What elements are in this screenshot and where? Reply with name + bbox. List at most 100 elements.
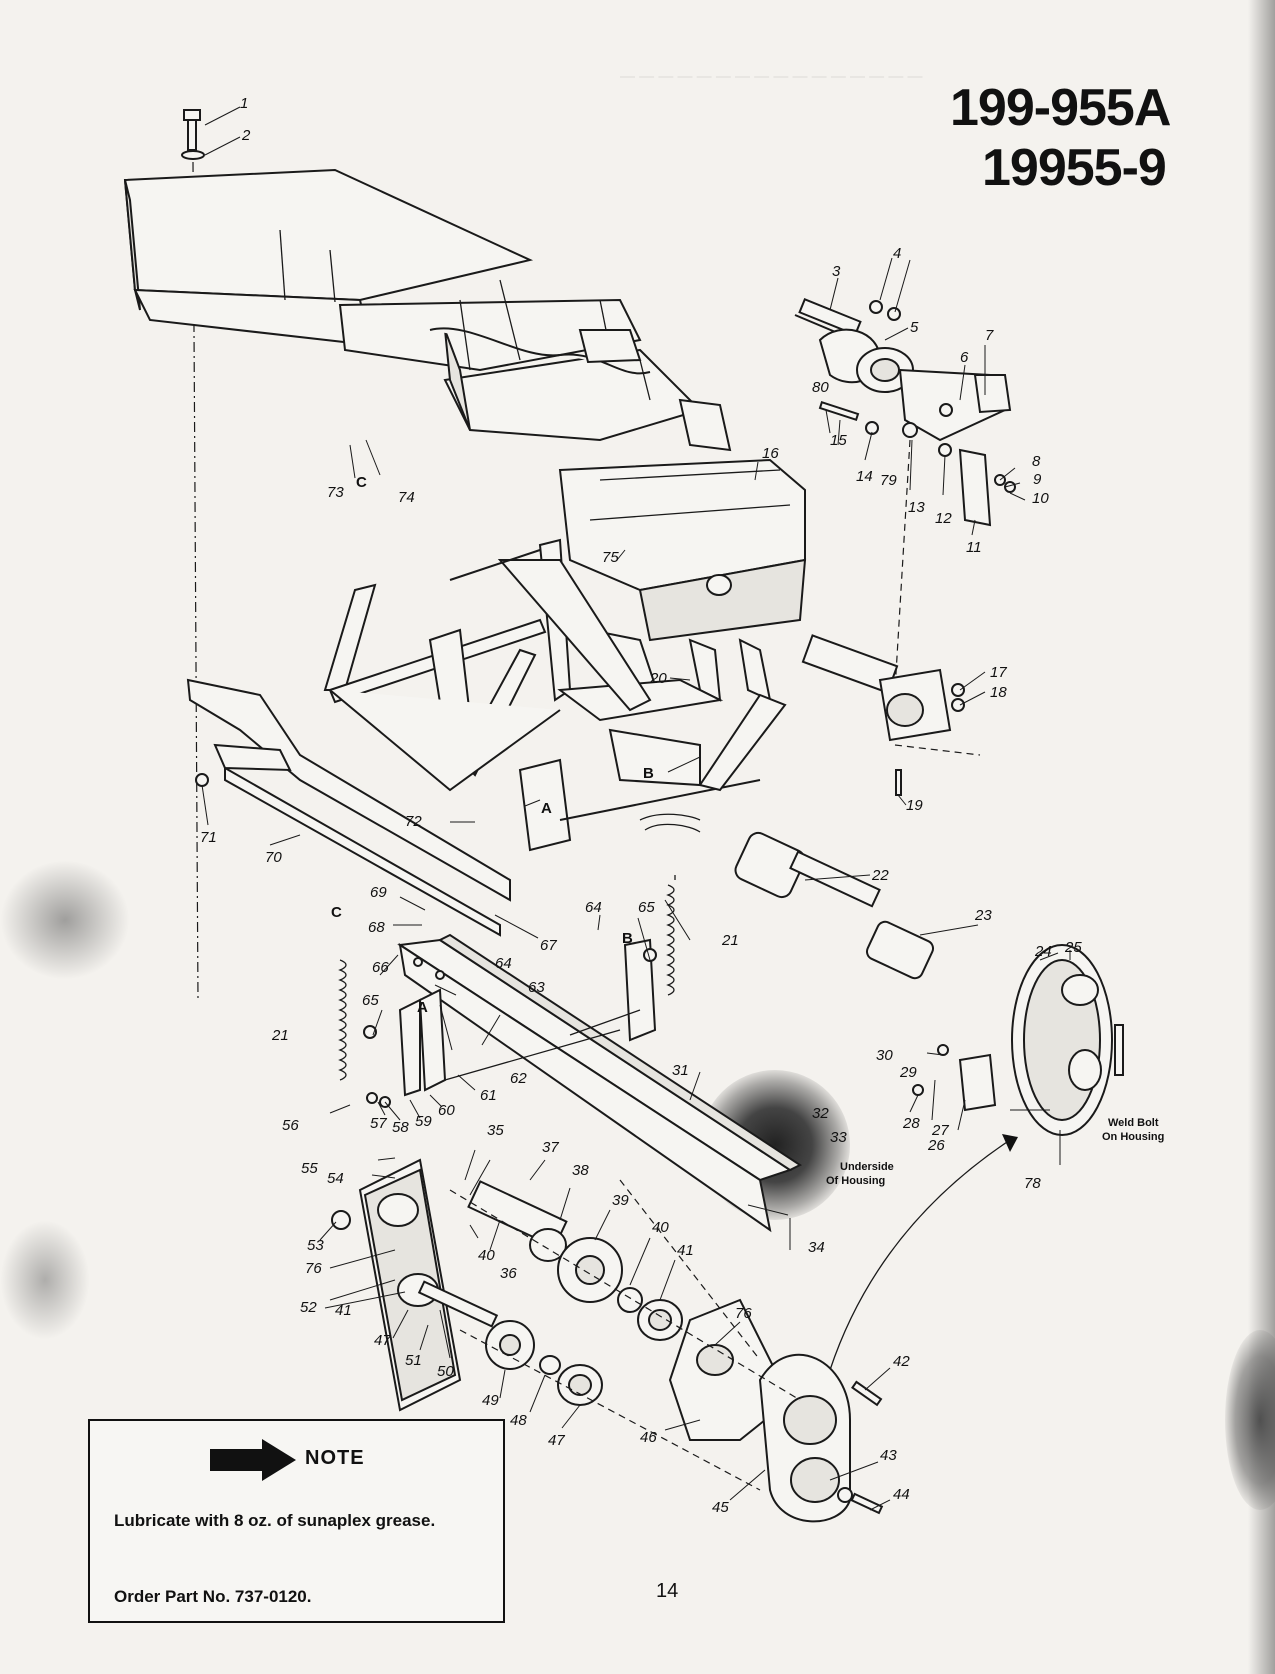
callout-65b: 65 bbox=[638, 899, 655, 916]
lubrication-note-box: NOTE Lubricate with 8 oz. of sunaplex gr… bbox=[88, 1419, 505, 1623]
callout-41a: 41 bbox=[335, 1302, 352, 1319]
annotation-underside: Underside bbox=[840, 1161, 894, 1173]
shaft-36 bbox=[467, 1180, 568, 1262]
callout-13: 13 bbox=[908, 499, 925, 516]
model-number-primary: 199-955A bbox=[950, 79, 1171, 137]
gear-39 bbox=[557, 1237, 623, 1303]
callout-55: 55 bbox=[301, 1160, 318, 1177]
link-arm-assembly bbox=[323, 538, 787, 852]
upper-bracket bbox=[818, 368, 1016, 527]
callout-80: 80 bbox=[812, 379, 829, 396]
leader-lines bbox=[201, 106, 1071, 1511]
chute-housing bbox=[123, 168, 807, 702]
gear-49 bbox=[485, 1320, 535, 1370]
callout-71: 71 bbox=[200, 829, 217, 846]
upper-shaft-bearing bbox=[794, 297, 914, 393]
callout-45: 45 bbox=[712, 1499, 729, 1516]
frame-rail bbox=[186, 678, 511, 937]
washer-40 bbox=[617, 1287, 643, 1313]
cover-45 bbox=[758, 1353, 851, 1523]
callout-12: 12 bbox=[935, 510, 952, 527]
callout-21b: 21 bbox=[271, 1027, 289, 1044]
callout-66: 66 bbox=[372, 959, 389, 976]
callout-40a: 40 bbox=[478, 1247, 495, 1264]
callout-26: 26 bbox=[927, 1137, 945, 1154]
callout-28: 28 bbox=[902, 1115, 920, 1132]
callout-31: 31 bbox=[672, 1062, 689, 1079]
callout-34: 34 bbox=[808, 1239, 825, 1256]
right-shadow-edge bbox=[1248, 0, 1275, 1674]
callout-63: 63 bbox=[528, 979, 545, 996]
callout-64a: 64 bbox=[495, 955, 512, 972]
middle-bearing-housing bbox=[801, 634, 965, 796]
callout-6: 6 bbox=[960, 349, 969, 366]
callout-53: 53 bbox=[307, 1237, 324, 1254]
callout-73: 73 bbox=[327, 484, 344, 501]
bearing-47 bbox=[557, 1364, 603, 1406]
callout-44: 44 bbox=[893, 1486, 910, 1503]
lower-frame bbox=[397, 933, 803, 1233]
letter-a-lower: A bbox=[417, 999, 428, 1016]
callout-2: 2 bbox=[241, 127, 251, 144]
callout-16: 16 bbox=[762, 445, 779, 462]
bolt-part bbox=[181, 109, 205, 160]
lever-assembly-b bbox=[569, 938, 657, 1042]
letter-a-upper: A bbox=[541, 800, 552, 817]
callout-30: 30 bbox=[876, 1047, 893, 1064]
gearbox-housing-right bbox=[1011, 944, 1124, 1136]
callout-76b: 76 bbox=[735, 1305, 752, 1322]
callout-8: 8 bbox=[1032, 453, 1041, 470]
callout-61: 61 bbox=[480, 1087, 497, 1104]
annotation-weld-bolt: Weld Bolt bbox=[1108, 1117, 1159, 1129]
note-title: NOTE bbox=[305, 1447, 365, 1469]
callout-38: 38 bbox=[572, 1162, 589, 1179]
shaft-50 bbox=[417, 1280, 499, 1328]
letter-b-lower: B bbox=[622, 930, 633, 947]
callout-67: 67 bbox=[540, 937, 557, 954]
callout-62: 62 bbox=[510, 1070, 527, 1087]
callout-39: 39 bbox=[612, 1192, 629, 1209]
callout-65a: 65 bbox=[362, 992, 379, 1009]
callout-33: 33 bbox=[830, 1129, 847, 1146]
spring-left bbox=[338, 959, 347, 1081]
callout-68: 68 bbox=[368, 919, 385, 936]
note-order-part: Order Part No. 737-0120. bbox=[114, 1587, 312, 1606]
callout-17: 17 bbox=[990, 664, 1007, 681]
callout-78: 78 bbox=[1024, 1175, 1041, 1192]
callout-19: 19 bbox=[906, 797, 923, 814]
callout-5: 5 bbox=[910, 319, 919, 336]
spring-right bbox=[666, 875, 676, 996]
callout-48: 48 bbox=[510, 1412, 527, 1429]
callout-47b: 47 bbox=[548, 1432, 565, 1449]
callout-58: 58 bbox=[392, 1119, 409, 1136]
callout-1: 1 bbox=[240, 95, 248, 112]
model-number-secondary: 19955-9 bbox=[982, 139, 1167, 197]
callout-10: 10 bbox=[1032, 490, 1049, 507]
lever-assembly-a bbox=[363, 988, 621, 1108]
callout-20: 20 bbox=[649, 670, 667, 687]
callout-18: 18 bbox=[990, 684, 1007, 701]
callout-72: 72 bbox=[405, 813, 422, 830]
callout-23: 23 bbox=[974, 907, 992, 924]
callout-24: 24 bbox=[1034, 943, 1052, 960]
washer-48 bbox=[539, 1355, 561, 1375]
drive-shaft bbox=[734, 831, 935, 980]
callout-32: 32 bbox=[812, 1105, 829, 1122]
callout-46: 46 bbox=[640, 1429, 657, 1446]
callout-70: 70 bbox=[265, 849, 282, 866]
callout-51: 51 bbox=[405, 1352, 422, 1369]
callout-42: 42 bbox=[893, 1353, 910, 1370]
letter-b-upper: B bbox=[643, 765, 654, 782]
bleed-through-text: — — — — — — — — — — — — — — — — bbox=[620, 68, 923, 85]
letter-c-lower: C bbox=[331, 904, 342, 921]
callout-11: 11 bbox=[966, 539, 982, 556]
callout-57: 57 bbox=[370, 1115, 387, 1132]
callout-9: 9 bbox=[1033, 471, 1042, 488]
callout-29: 29 bbox=[899, 1064, 917, 1081]
callout-40b: 40 bbox=[652, 1219, 669, 1236]
callout-41b: 41 bbox=[677, 1242, 694, 1259]
callout-21a: 21 bbox=[721, 932, 739, 949]
